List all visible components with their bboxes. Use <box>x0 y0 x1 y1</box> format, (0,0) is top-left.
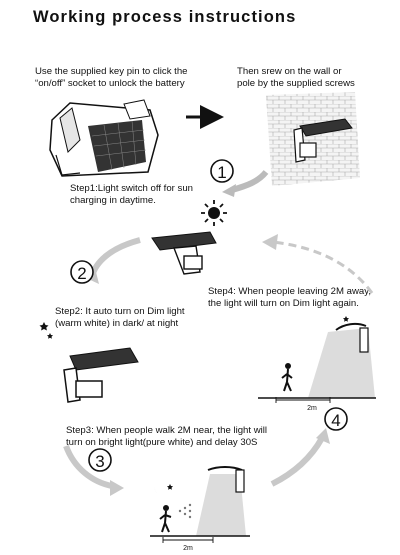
gray-arrow-icon <box>89 237 141 277</box>
svg-text:1: 1 <box>217 163 226 182</box>
person-icon <box>159 505 172 533</box>
solar-light-mounted-illustration <box>293 118 353 163</box>
step-number-4 <box>324 407 348 431</box>
svg-text:4: 4 <box>331 411 340 430</box>
svg-text:2m: 2m <box>183 545 193 552</box>
svg-text:3: 3 <box>95 452 104 471</box>
solar-light-daytime-illustration <box>151 231 217 275</box>
step4-scene-illustration: 2m <box>258 316 376 412</box>
solar-light-unlock-illustration <box>49 99 159 177</box>
step3-scene-illustration: 2m <box>150 466 250 552</box>
caption-step3: Step3: When people walk 2M near, the lig… <box>66 425 268 448</box>
dashed-arrow-icon <box>271 240 374 294</box>
person-icon <box>281 363 293 392</box>
caption-step4: Step4: When people leaving 2M away,the l… <box>208 286 372 309</box>
gray-arrow-icon <box>270 436 325 487</box>
step-number-1 <box>210 159 234 183</box>
solar-light-dim-illustration <box>63 347 139 403</box>
page-title: Working process instructions <box>33 8 297 26</box>
sun-icon <box>201 200 227 226</box>
caption-unlock: Use the supplied key pin to click the“on… <box>35 66 188 89</box>
gray-arrow-icon <box>63 444 113 489</box>
gray-arrow-icon <box>231 170 269 193</box>
moon-stars-icon <box>23 322 53 341</box>
wall-icon <box>266 92 360 186</box>
caption-step2: Step2: It auto turn on Dim light(warm wh… <box>55 306 185 329</box>
step-number-2 <box>70 260 94 284</box>
svg-text:2m: 2m <box>307 405 317 412</box>
svg-text:2: 2 <box>77 264 86 283</box>
step-number-3 <box>88 448 112 472</box>
